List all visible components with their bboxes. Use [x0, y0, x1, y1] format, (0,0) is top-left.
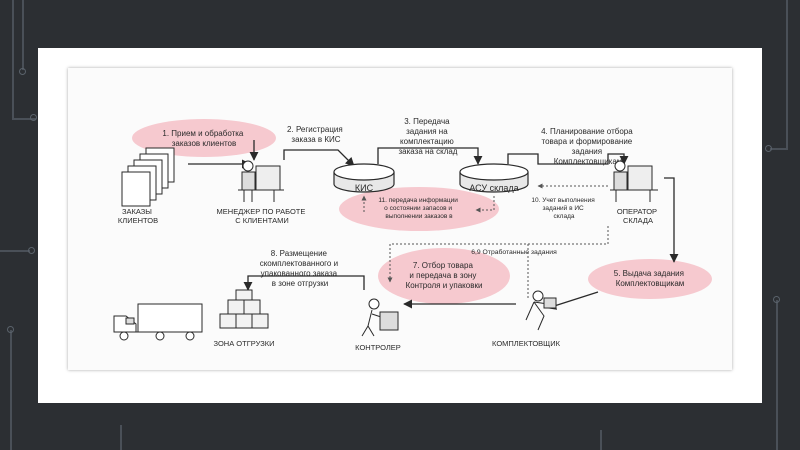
- orders-label: ЗАКАЗЫ КЛИЕНТОВ: [118, 207, 158, 225]
- step-3-text: 3. Передача задания на комплектацию зака…: [399, 117, 458, 156]
- manager-label: МЕНЕДЖЕР ПО РАБОТЕ С КЛИЕНТАМИ: [217, 207, 308, 225]
- arrow-manager-to-kis: [283, 149, 355, 167]
- arrow-asu-to-step11: [475, 196, 495, 213]
- step-69-text: 6,9 Отработанные задания: [471, 248, 557, 256]
- arrow-kis-to-asu: [377, 147, 483, 165]
- step-5-text: 5. Выдача задания Комплектовщикам: [614, 269, 686, 288]
- controller-person-icon: [361, 298, 399, 337]
- highlight-step-11: [339, 187, 499, 231]
- step-11-text: 11. передача информации о состоянии запа…: [378, 197, 459, 220]
- step-8-text: 8. Размещение скомплектованного и упаков…: [260, 249, 341, 288]
- shipping-boxes-icon: [219, 289, 269, 329]
- step-1-text: 1. Прием и обработка заказов клиентов: [162, 129, 245, 148]
- kis-label: КИС: [355, 183, 374, 193]
- arrow-operator-to-step5: [664, 177, 679, 263]
- manager-person-icon: [238, 160, 284, 202]
- highlight-step-5: [588, 259, 712, 299]
- kis-database-icon: [333, 163, 395, 193]
- arrow-controller-to-shipping: [243, 275, 365, 291]
- operator-person-icon: [610, 160, 658, 202]
- arrow-asu-to-operator: [507, 153, 629, 165]
- step-2-text: 2. Регистрация заказа в КИС: [287, 125, 345, 144]
- picker-person-icon: [525, 290, 557, 331]
- controller-label: КОНТРОЛЕР: [355, 343, 401, 352]
- shipping-zone-label: ЗОНА ОТГРУЗКИ: [214, 339, 275, 348]
- asu-label: АСУ склада: [469, 183, 518, 193]
- step-4-text: 4. Планирование отбора товара и формиров…: [541, 127, 635, 166]
- step-10-text: 10. Учет выполнения заданий в ИС склада: [531, 197, 596, 220]
- step-7-text: 7. Отбор товара и передача в зону Контро…: [406, 261, 483, 290]
- asu-database-icon: [459, 163, 529, 193]
- arrow-processed-tasks: [387, 226, 609, 283]
- picker-label: КОМПЛЕКТОВЩИК: [492, 339, 561, 348]
- truck-icon: [113, 303, 203, 341]
- process-flow-svg: ЗАКАЗЫ КЛИЕНТОВ 1. Прием и обработка зак…: [113, 117, 712, 352]
- operator-label: ОПЕРАТОР СКЛАДА: [617, 207, 659, 225]
- warehouse-process-diagram: ЗАКАЗЫ КЛИЕНТОВ 1. Прием и обработка зак…: [68, 68, 732, 370]
- highlight-step-7: [378, 248, 510, 304]
- orders-stack-icon: [121, 147, 175, 207]
